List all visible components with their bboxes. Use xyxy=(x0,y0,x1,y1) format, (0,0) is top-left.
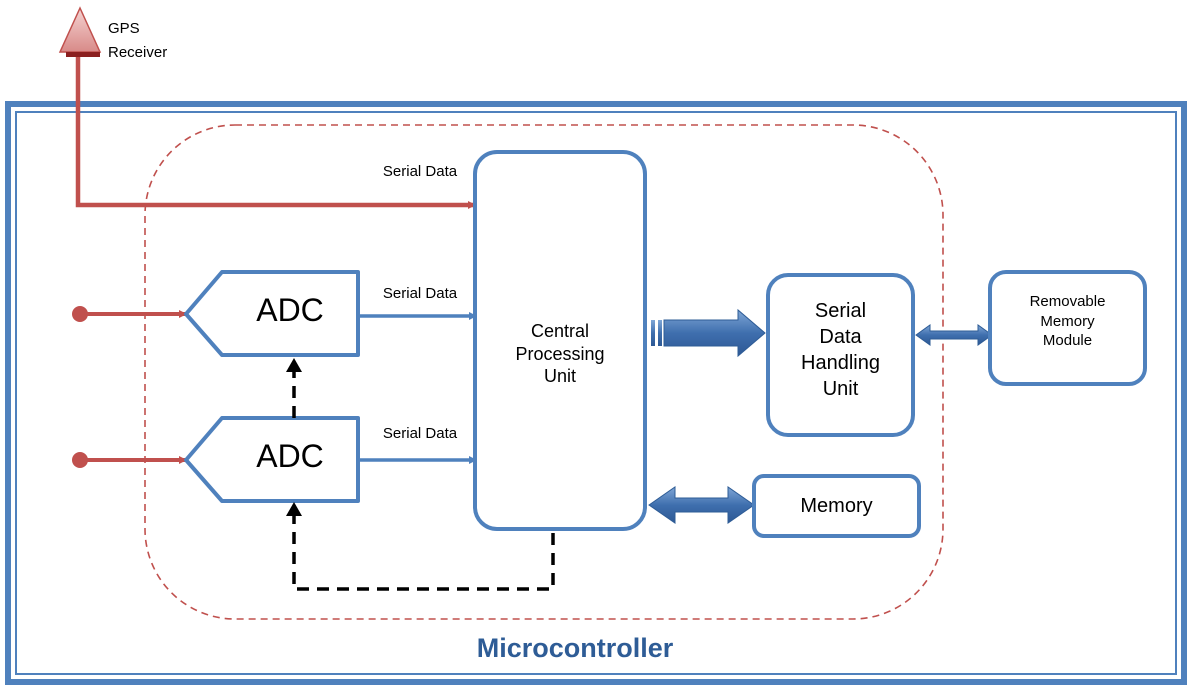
removable-memory-module-block xyxy=(988,270,1147,386)
gps-receiver-label-line1: GPS xyxy=(108,20,140,37)
adc-control-arrowhead xyxy=(286,502,302,516)
adc-1-block xyxy=(184,270,360,357)
gps-serial-line xyxy=(75,57,476,209)
cpu-block xyxy=(473,150,647,531)
microcontroller-inner-frame xyxy=(15,111,1177,675)
cpu-to-handler-bus-arrow xyxy=(651,308,766,358)
serial-data-label-adc-2: Serial Data xyxy=(382,425,458,442)
microcontroller-outer-frame xyxy=(5,101,1187,685)
serial-data-handling-unit-block xyxy=(766,273,915,437)
processing-region-boundary xyxy=(144,124,944,620)
serial-data-label-adc-1: Serial Data xyxy=(382,285,458,302)
gps-antenna-icon xyxy=(58,6,102,53)
adc-1-label: ADC xyxy=(256,292,324,328)
microcontroller-title: Microcontroller xyxy=(476,633,674,663)
adc-2-block xyxy=(184,416,360,503)
memory-block xyxy=(752,474,921,538)
serial-data-handling-unit-label: Serial Data Handling Unit xyxy=(801,300,880,400)
serial-data-label-gps: Serial Data xyxy=(382,163,458,180)
gps-antenna-base xyxy=(66,52,100,57)
adc-control-line xyxy=(292,512,555,591)
handler-removable-memory-link xyxy=(915,324,993,346)
removable-memory-module-label: Removable Memory Module xyxy=(1029,293,1106,349)
adc-sync-arrowhead xyxy=(286,358,302,372)
adc-2-label: ADC xyxy=(256,438,324,474)
memory-label: Memory xyxy=(800,495,873,517)
cpu-memory-link xyxy=(648,486,755,524)
gps-receiver-label-line2: Receiver xyxy=(108,44,168,57)
cpu-label: Central Processing Unit xyxy=(515,321,605,386)
